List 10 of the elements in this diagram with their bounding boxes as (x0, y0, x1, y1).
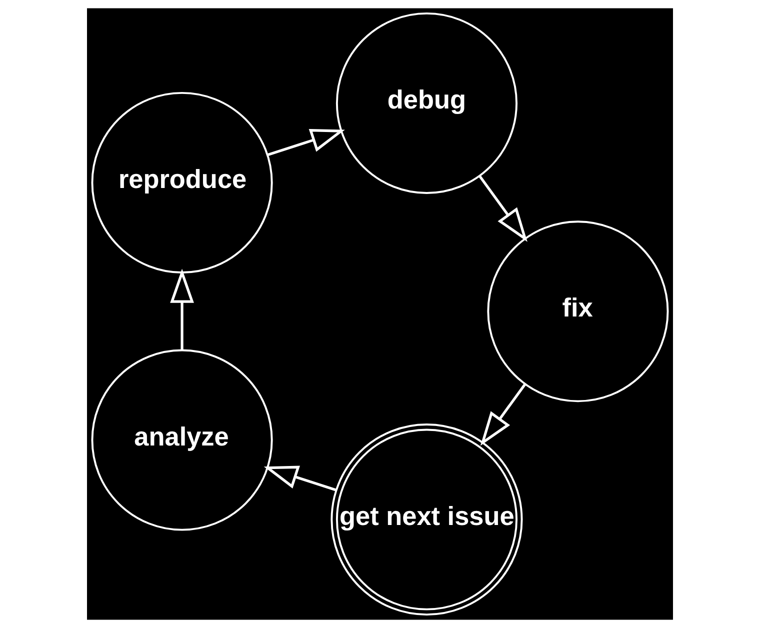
node-circle: fix (486, 220, 668, 402)
arrow (170, 268, 194, 350)
node-circle: analyze (90, 349, 272, 531)
arrow (263, 466, 336, 492)
node-circle: reproduce (90, 92, 272, 274)
arrow (480, 383, 526, 446)
node-circle: get next issue (330, 424, 522, 616)
arrow (478, 175, 527, 242)
node-circle: debug (335, 12, 518, 194)
arrow (266, 128, 344, 156)
